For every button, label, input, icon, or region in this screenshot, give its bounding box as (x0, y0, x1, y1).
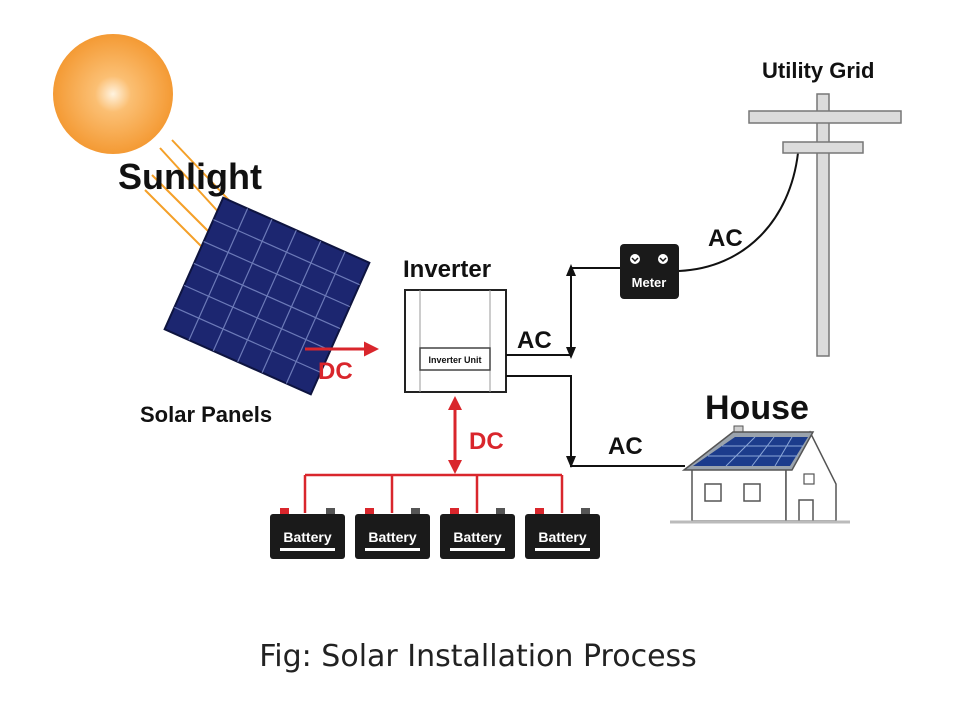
meter-icon (620, 244, 679, 299)
battery-bank: Battery Battery Battery Battery (270, 508, 600, 559)
inverter-label: Inverter (403, 256, 491, 283)
meter-label: Meter (632, 275, 667, 290)
dc-panel-label: DC (318, 358, 353, 385)
ac-grid-label: AC (708, 225, 743, 252)
ac-meter-label: AC (517, 327, 552, 354)
battery-icon: Battery (355, 508, 430, 559)
house-icon (670, 425, 850, 524)
sun-icon (53, 34, 173, 154)
figure-caption: Fig: Solar Installation Process (259, 639, 697, 674)
battery-label: Battery (283, 529, 331, 545)
battery-label: Battery (368, 529, 416, 545)
battery-label: Battery (538, 529, 586, 545)
battery-icon: Battery (270, 508, 345, 559)
inverter-icon (404, 289, 507, 393)
house-label: House (705, 389, 809, 427)
ac-house-label: AC (608, 433, 643, 460)
ac-grid-wire (678, 152, 799, 272)
solar-panels-label: Solar Panels (140, 402, 272, 427)
utility-grid-label: Utility Grid (762, 58, 874, 83)
dc-battery-label: DC (469, 428, 504, 455)
inverter-unit-label: Inverter Unit (428, 355, 481, 365)
battery-icon: Battery (440, 508, 515, 559)
utility-pole-icon (748, 93, 902, 357)
battery-icon: Battery (525, 508, 600, 559)
solar-panel-icon (163, 196, 371, 396)
battery-bus (303, 473, 564, 513)
sunlight-label: Sunlight (118, 156, 262, 197)
battery-label: Battery (453, 529, 501, 545)
